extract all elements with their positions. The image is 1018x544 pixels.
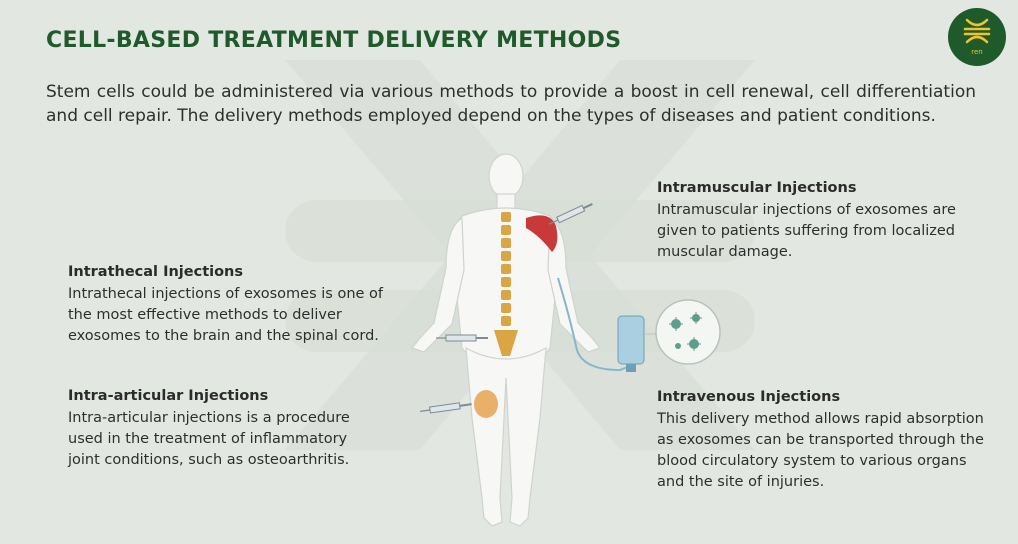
- syringe-icon: [436, 334, 488, 342]
- method-description: Intra-articular injections is a procedur…: [68, 410, 350, 468]
- method-description: Intramuscular injections of exosomes are…: [657, 202, 956, 260]
- method-title: Intramuscular Injections: [657, 180, 857, 196]
- method-intramuscular: Intramuscular Injections Intramuscular i…: [657, 180, 977, 263]
- method-title: Intravenous Injections: [657, 389, 841, 405]
- syringe-icon: [420, 402, 472, 414]
- exosome-icon: [644, 299, 721, 365]
- method-title: Intrathecal Injections: [68, 264, 244, 280]
- intro-paragraph: Stem cells could be administered via var…: [46, 82, 976, 126]
- knee-joint: [474, 390, 498, 418]
- method-intra-articular: Intra-articular Injections Intra-articul…: [68, 388, 368, 471]
- logo-text: ren: [971, 48, 983, 56]
- page-title: CELL-BASED TREATMENT DELIVERY METHODS: [46, 28, 622, 53]
- method-intrathecal: Intrathecal Injections Intrathecal injec…: [68, 264, 398, 347]
- logo-icon: [963, 18, 991, 44]
- method-title: Intra-articular Injections: [68, 388, 269, 404]
- logo: ren: [948, 8, 1006, 66]
- method-description: Intrathecal injections of exosomes is on…: [68, 286, 384, 344]
- iv-bag-icon: [617, 315, 645, 372]
- iv-tube: [557, 277, 631, 372]
- spine: [494, 212, 518, 356]
- method-intravenous: Intravenous Injections This delivery met…: [657, 389, 997, 493]
- human-body-illustration: [410, 153, 721, 527]
- syringe-icon: [548, 203, 593, 225]
- method-description: This delivery method allows rapid absorp…: [657, 411, 984, 490]
